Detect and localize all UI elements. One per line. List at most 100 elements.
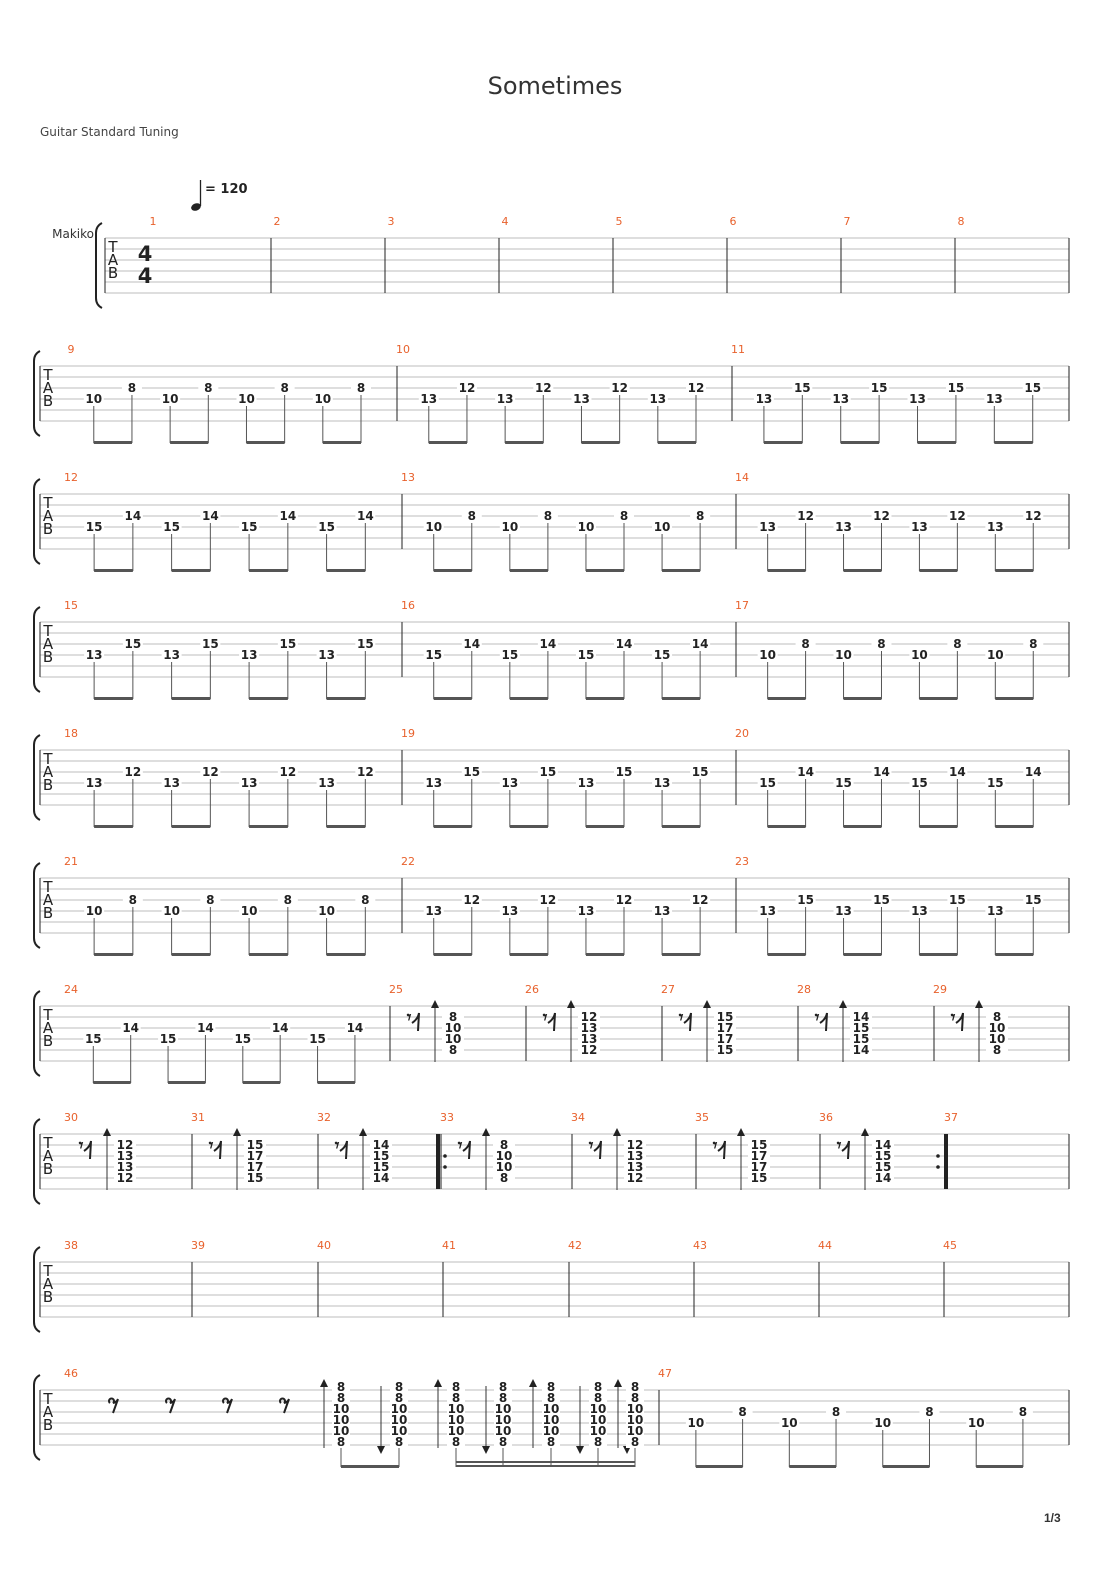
beam — [585, 825, 625, 828]
beam — [585, 953, 625, 956]
fret-number: 14 — [279, 509, 296, 523]
measure-number: 19 — [401, 727, 415, 740]
system-bracket — [33, 478, 41, 565]
measure-number: 10 — [396, 343, 410, 356]
fret-number: 15 — [86, 520, 103, 534]
fret-number: 8 — [449, 1010, 457, 1024]
fret-number: 10 — [238, 392, 255, 406]
fret-background — [714, 1033, 736, 1045]
fret-number: 13 — [759, 520, 776, 534]
beam — [246, 441, 285, 444]
fret-number: 10 — [241, 904, 258, 918]
fret-background — [316, 649, 337, 661]
fret-background — [494, 1392, 512, 1404]
fret-background — [578, 1022, 600, 1034]
fret-background — [542, 1381, 560, 1393]
fret-background — [624, 1172, 646, 1184]
fret-number: 17 — [717, 1032, 734, 1046]
fret-number: 13 — [86, 648, 103, 662]
fret-background — [714, 1011, 736, 1023]
fret-background — [83, 393, 104, 405]
fret-number: 8 — [204, 381, 212, 395]
fret-background — [850, 1011, 872, 1023]
beam — [509, 825, 548, 828]
instrument-name: Makiko — [52, 227, 94, 241]
fret-background — [909, 521, 930, 533]
beam — [94, 697, 133, 700]
measure-number: 24 — [64, 983, 78, 996]
measure-number: 37 — [944, 1111, 958, 1124]
beam — [168, 1081, 206, 1084]
fret-background — [461, 894, 482, 906]
fret-number: 10 — [590, 1424, 607, 1438]
fret-background — [872, 1139, 894, 1151]
fret-number: 10 — [590, 1402, 607, 1416]
fret-background — [652, 905, 673, 917]
fret-number: 17 — [247, 1149, 264, 1163]
fret-background — [757, 521, 778, 533]
beam — [322, 441, 361, 444]
fret-number: 13 — [573, 392, 590, 406]
fret-number: 13 — [420, 392, 437, 406]
strum-arrow-up — [431, 1000, 439, 1008]
fret-number: 12 — [535, 381, 552, 395]
eighth-rest: 𝄾 — [458, 1136, 463, 1156]
fret-number: 13 — [581, 1032, 598, 1046]
fret-number: 8 — [337, 1435, 345, 1449]
fret-background — [493, 1161, 515, 1173]
strum-arrow-up — [861, 1128, 869, 1136]
fret-background — [239, 649, 260, 661]
fret-number: 13 — [425, 904, 442, 918]
beam — [171, 825, 211, 828]
tab-clef: A — [43, 891, 54, 909]
tab-clef: T — [42, 622, 53, 640]
fret-background — [537, 510, 558, 522]
fret-number: 8 — [594, 1435, 602, 1449]
beam — [433, 953, 472, 956]
fret-number: 14 — [616, 637, 633, 651]
fret-background — [277, 510, 298, 522]
fret-background — [614, 638, 635, 650]
fret-background — [714, 1022, 736, 1034]
fret-number: 12 — [125, 765, 142, 779]
fret-background — [571, 393, 592, 405]
beam — [326, 825, 366, 828]
fret-background — [589, 1403, 607, 1415]
strum-arrow-up — [737, 1128, 745, 1136]
measure-number: 44 — [818, 1239, 832, 1252]
strum-arrow-down — [482, 1446, 490, 1454]
measure-number: 3 — [388, 215, 395, 228]
fret-number: 13 — [832, 392, 849, 406]
fret-background — [84, 905, 105, 917]
fret-background — [461, 638, 482, 650]
fret-background — [370, 1150, 392, 1162]
repeat-dot — [443, 1154, 447, 1158]
fret-number: 8 — [631, 1391, 639, 1405]
tab-clef: A — [43, 379, 54, 397]
fret-background — [533, 382, 554, 394]
eighth-rest: 𝄾 — [79, 1136, 84, 1156]
fret-background — [84, 649, 105, 661]
fret-background — [447, 1436, 465, 1448]
beam — [919, 953, 958, 956]
fret-background — [575, 521, 596, 533]
tab-clef: B — [43, 392, 53, 410]
fret-number: 10 — [590, 1413, 607, 1427]
measure-number: 4 — [502, 215, 509, 228]
fret-background — [872, 1417, 893, 1429]
fret-number: 8 — [499, 1391, 507, 1405]
fret-number: 10 — [445, 1032, 462, 1046]
fret-background — [871, 894, 892, 906]
fret-number: 13 — [163, 648, 180, 662]
fret-number: 12 — [357, 765, 374, 779]
fret-background — [690, 766, 711, 778]
fret-background — [714, 1044, 736, 1056]
fret-background — [456, 382, 477, 394]
tab-clef: A — [43, 763, 54, 781]
fret-background — [161, 905, 182, 917]
fret-number: 8 — [801, 637, 809, 651]
tempo-mark: = 120 — [205, 182, 248, 197]
measure-number: 28 — [797, 983, 811, 996]
fret-number: 15 — [501, 648, 518, 662]
fret-background — [850, 1044, 872, 1056]
